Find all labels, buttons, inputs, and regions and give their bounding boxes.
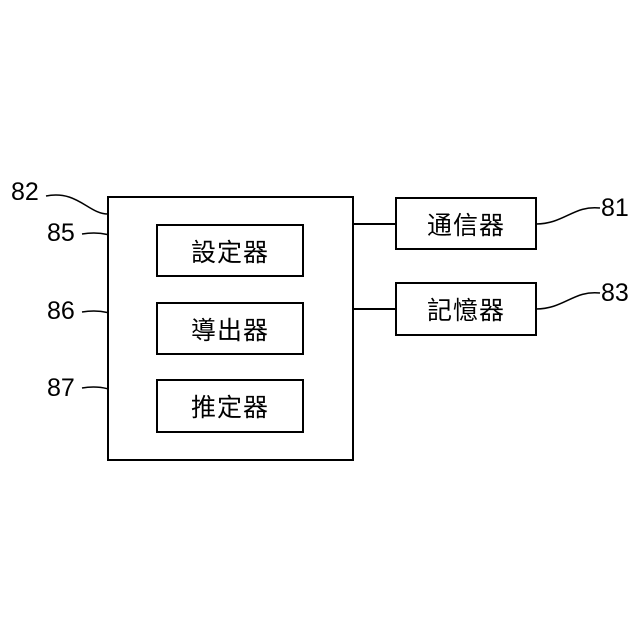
ref-numeral-82: 82 <box>11 180 39 205</box>
peripheral-label-81: 通信器 <box>397 199 535 248</box>
ref-numeral-86: 86 <box>47 299 75 324</box>
leader-line-82 <box>46 195 108 214</box>
ref-numeral-85: 85 <box>47 221 75 246</box>
peripheral-box-83: 記憶器 <box>395 282 537 336</box>
peripheral-box-81: 通信器 <box>395 197 537 250</box>
component-label-85: 設定器 <box>158 226 302 275</box>
component-box-87: 推定器 <box>156 379 304 433</box>
component-box-86: 導出器 <box>156 302 304 355</box>
peripheral-label-83: 記憶器 <box>397 284 535 334</box>
component-label-86: 導出器 <box>158 304 302 353</box>
ref-numeral-87: 87 <box>47 376 75 401</box>
component-box-85: 設定器 <box>156 224 304 277</box>
component-label-87: 推定器 <box>158 381 302 431</box>
ref-numeral-81: 81 <box>601 196 629 221</box>
leader-line-83 <box>536 293 600 309</box>
leader-line-81 <box>536 208 600 224</box>
ref-numeral-83: 83 <box>601 281 629 306</box>
